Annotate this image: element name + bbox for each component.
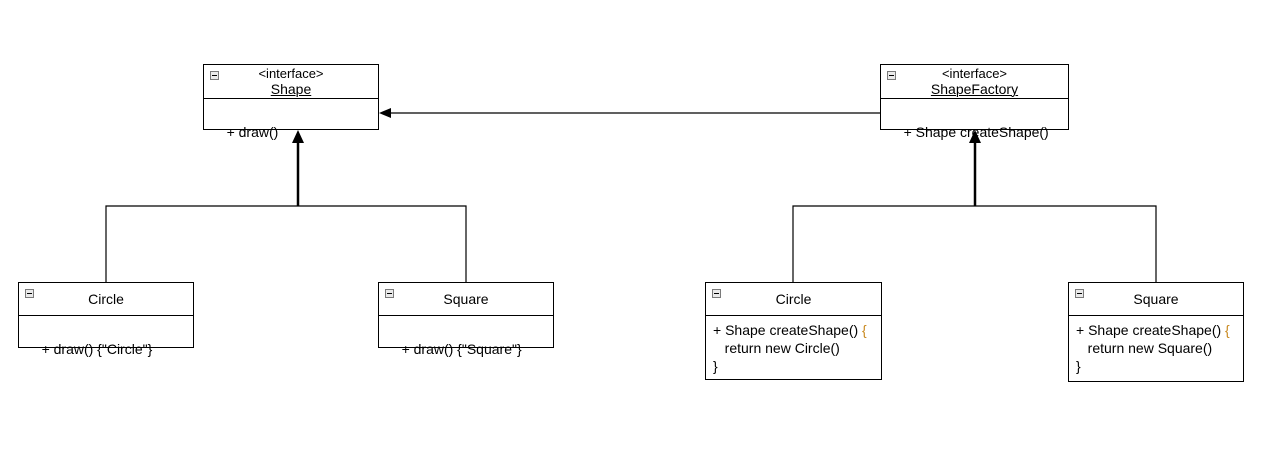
class-members: + draw() {"Square"} <box>379 316 553 376</box>
collapse-minus-icon[interactable] <box>210 71 219 80</box>
class-name: Shape <box>270 81 312 97</box>
circle-factory-class-box[interactable]: Circle + Shape createShape() { return ne… <box>705 282 882 380</box>
class-members: + Shape createShape() { return new Circl… <box>706 316 881 375</box>
shape-implementation-connector <box>105 130 467 282</box>
square-factory-class-box[interactable]: Square + Shape createShape() { return ne… <box>1068 282 1244 382</box>
class-name: Square <box>443 291 489 307</box>
class-name: Square <box>1133 291 1179 307</box>
member-line: } <box>713 358 718 374</box>
collapse-minus-icon[interactable] <box>1075 289 1084 298</box>
class-header[interactable]: Circle <box>19 283 193 316</box>
member-line: return new Circle() <box>713 340 840 356</box>
collapse-minus-icon[interactable] <box>25 289 34 298</box>
collapse-minus-icon[interactable] <box>887 71 896 80</box>
member-line: + Shape createShape() <box>903 124 1049 140</box>
class-members: + draw() {"Circle"} <box>19 316 193 376</box>
brace-glyph: { <box>1225 322 1230 338</box>
class-name: Circle <box>88 291 124 307</box>
collapse-minus-icon[interactable] <box>385 289 394 298</box>
member-line: + Shape createShape() <box>1076 322 1226 338</box>
member-line: } <box>1076 358 1081 374</box>
class-members: + Shape createShape() <box>881 99 1068 159</box>
class-header[interactable]: Square <box>1069 283 1243 316</box>
stereotype-label: <interface> <box>258 66 324 81</box>
class-name: ShapeFactory <box>930 81 1019 97</box>
shape-interface-box[interactable]: <interface> Shape + draw() <box>203 64 379 140</box>
brace-glyph: { <box>862 322 867 338</box>
class-header[interactable]: <interface> ShapeFactory <box>881 65 1068 99</box>
class-members: + draw() <box>204 99 378 159</box>
member-line: + draw() <box>226 124 279 140</box>
class-header[interactable]: <interface> Shape <box>204 65 378 99</box>
class-name: Circle <box>775 291 812 307</box>
member-line: + draw() {"Circle"} <box>41 341 153 357</box>
member-line: + draw() {"Square"} <box>401 341 522 357</box>
collapse-minus-icon[interactable] <box>712 289 721 298</box>
class-header[interactable]: Square <box>379 283 553 316</box>
class-header[interactable]: Circle <box>706 283 881 316</box>
member-line: return new Square() <box>1076 340 1213 356</box>
factory-implementation-connector <box>792 130 1157 282</box>
stereotype-label: <interface> <box>941 66 1008 81</box>
class-members: + Shape createShape() { return new Squar… <box>1069 316 1243 375</box>
shapefactory-interface-box[interactable]: <interface> ShapeFactory + Shape createS… <box>880 64 1069 140</box>
association-arrowhead <box>379 108 391 118</box>
member-line: + Shape createShape() <box>713 322 863 338</box>
circle-class-box[interactable]: Circle + draw() {"Circle"} <box>18 282 194 357</box>
square-class-box[interactable]: Square + draw() {"Square"} <box>378 282 554 357</box>
